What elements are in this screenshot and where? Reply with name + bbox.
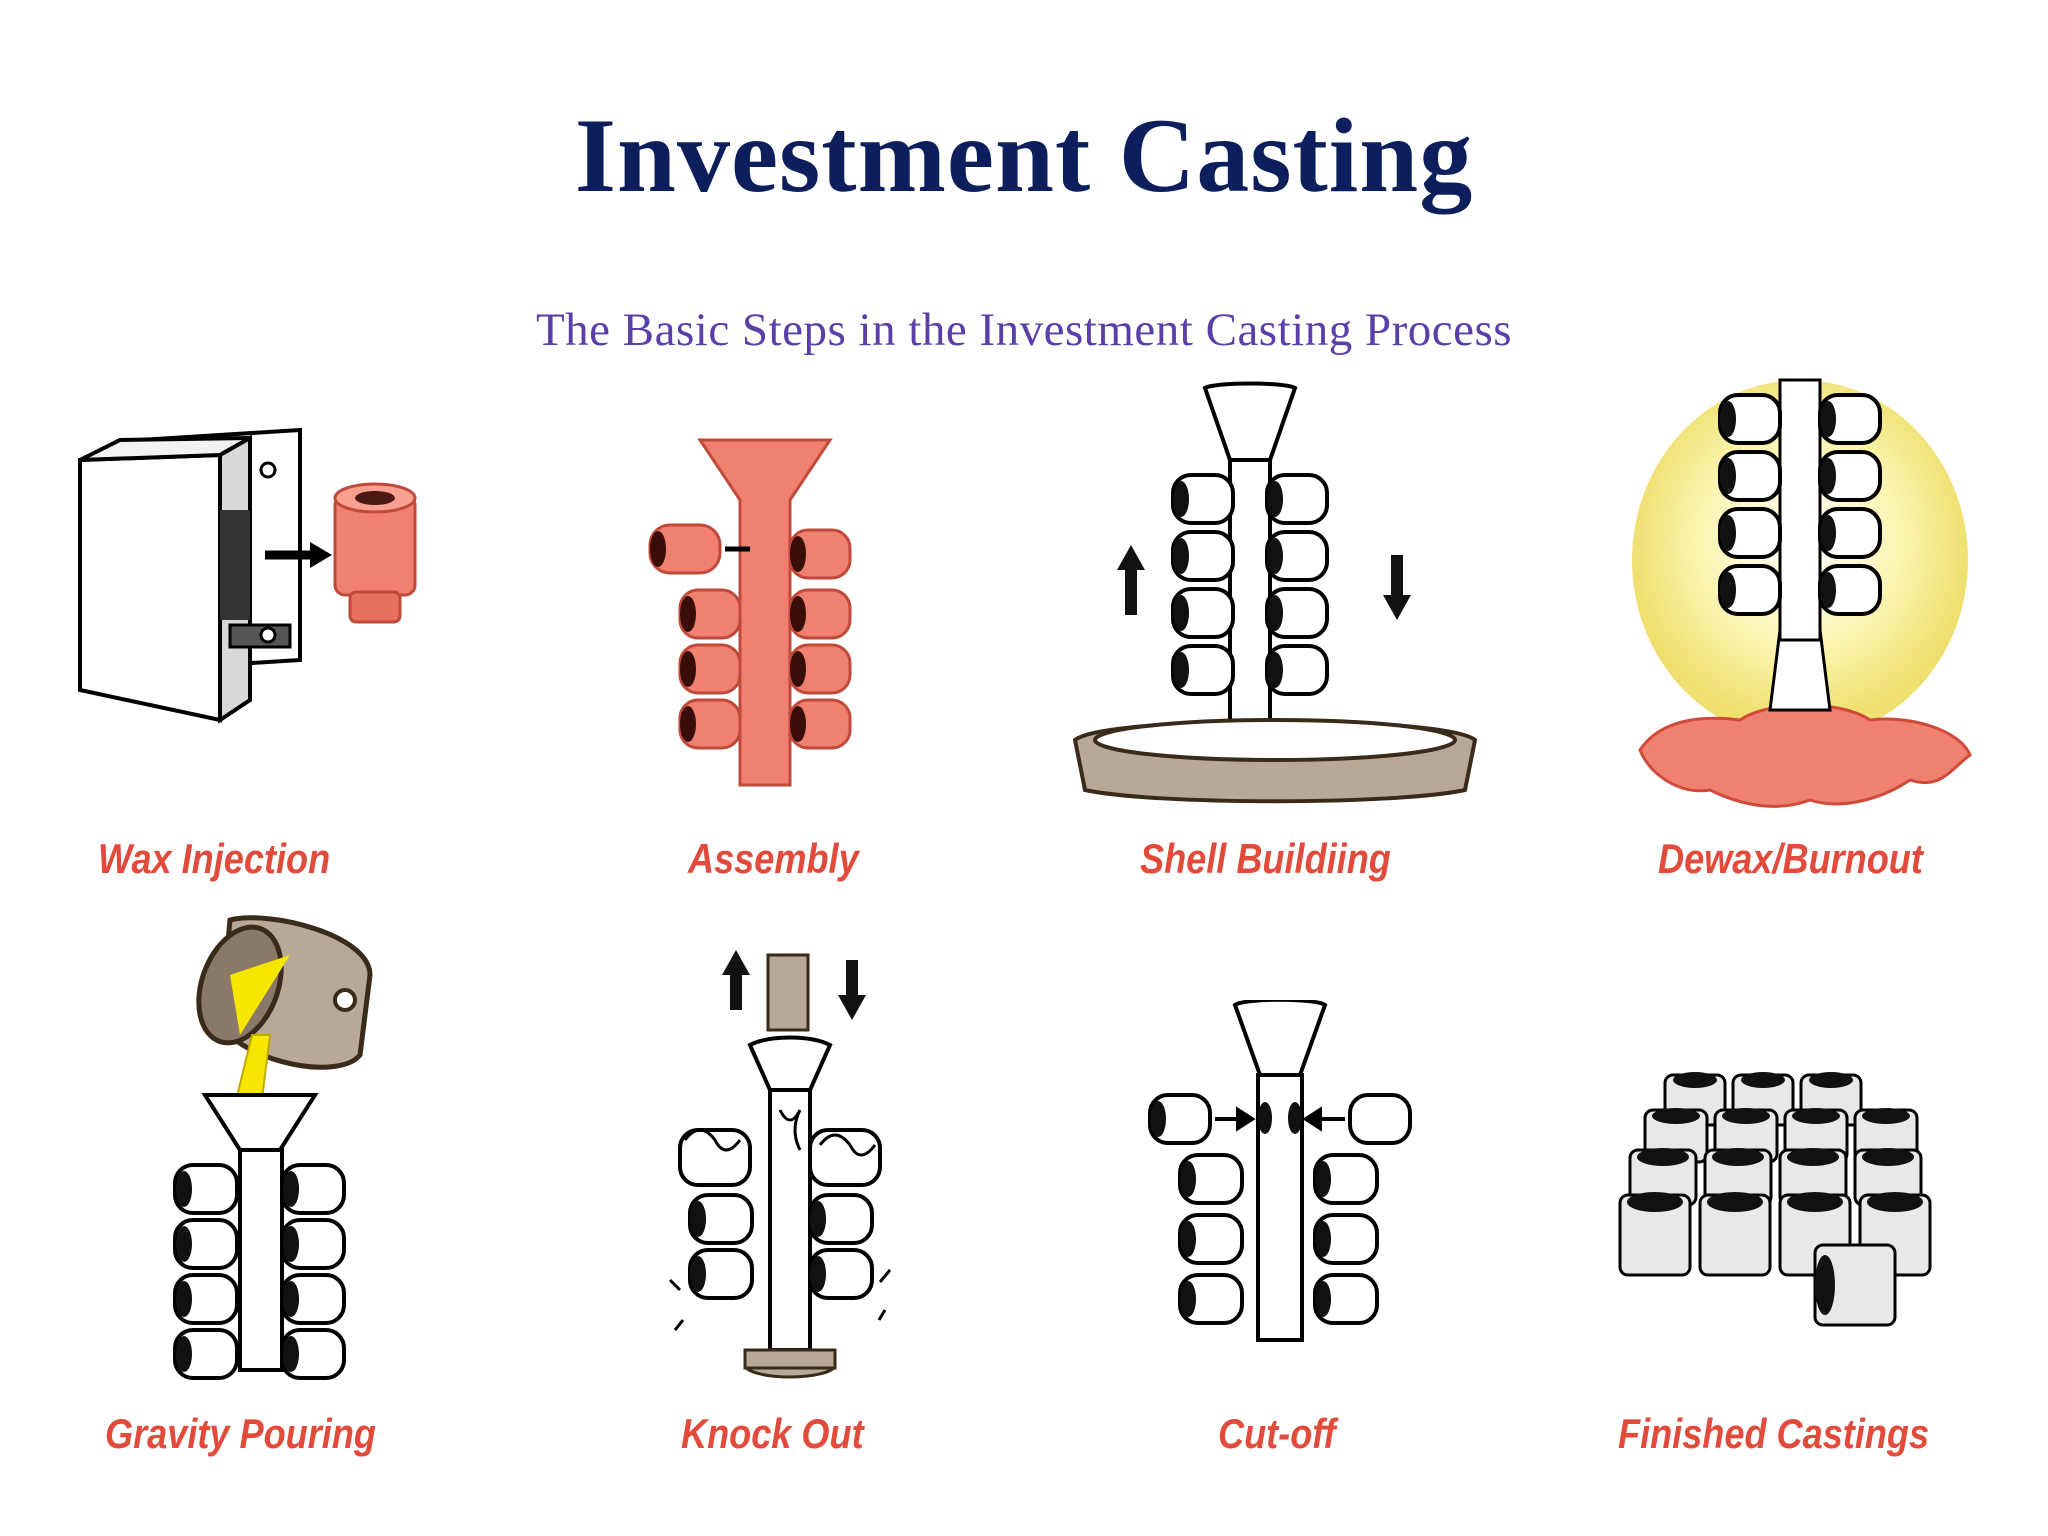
dewax-burnout-illustration — [1632, 378, 1972, 808]
step-shell-building: Shell Buildiing — [1065, 380, 1485, 882]
assembly-illustration — [648, 438, 852, 787]
step-label: Wax Injection — [98, 835, 331, 882]
cut-off-illustration — [1148, 1000, 1412, 1342]
step-dewax-burnout: Dewax/Burnout — [1620, 370, 1980, 882]
step-label: Dewax/Burnout — [1658, 835, 1923, 882]
gravity-pouring-illustration — [173, 915, 373, 1380]
step-label: Knock Out — [681, 1410, 864, 1457]
finished-castings-illustration — [1618, 1072, 1932, 1327]
knock-out-illustration — [668, 950, 892, 1379]
step-gravity-pouring: Gravity Pouring — [105, 915, 400, 1457]
step-label: Assembly — [688, 835, 859, 882]
step-label: Finished Castings — [1618, 1410, 1930, 1457]
slide-title: Investment Casting — [574, 97, 1474, 214]
step-assembly: Assembly — [640, 430, 900, 882]
step-label: Shell Buildiing — [1140, 835, 1391, 882]
step-label: Gravity Pouring — [105, 1410, 376, 1457]
shell-building-illustration — [1072, 381, 1478, 804]
step-wax-injection: Wax Injection — [70, 420, 450, 882]
diagram-heading: The Basic Steps in the Investment Castin… — [535, 304, 1513, 356]
step-finished-castings: Finished Castings — [1615, 1070, 1935, 1457]
step-label: Cut-off — [1218, 1410, 1336, 1457]
step-cut-off: Cut-off — [1140, 1000, 1420, 1457]
step-knock-out: Knock Out — [660, 950, 920, 1457]
wax-injection-illustration — [78, 427, 417, 724]
